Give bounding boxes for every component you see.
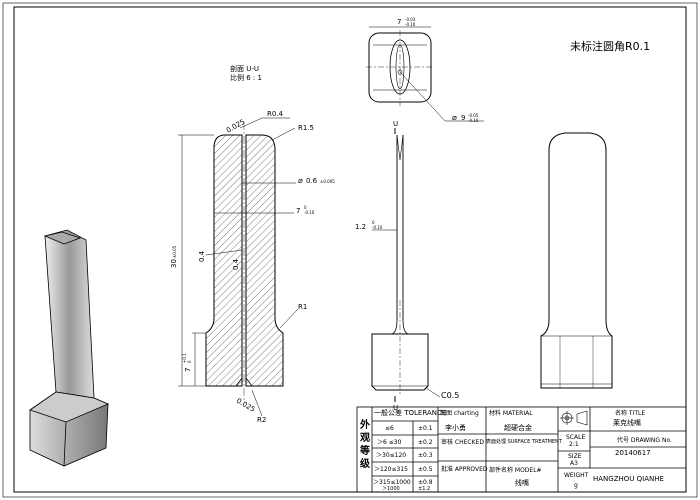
- title-block: 外观等级 一般公差 TOLERANCE ≤6 ±0.1 ＞6 ≤30 ±0.2 …: [357, 407, 686, 493]
- dim-top-width-tol-lower: -0.10: [405, 22, 416, 27]
- dim-dia9-symbol: ⌀: [452, 113, 457, 122]
- dim-w12: 1.2: [355, 223, 366, 231]
- section-scale: 比例 6 : 1: [230, 73, 262, 82]
- dim-r1: R1: [298, 303, 307, 311]
- dim-dia06-symbol: ⌀: [298, 176, 303, 185]
- fillet-note: 未标注圆角R0.1: [570, 39, 650, 53]
- dim-h7-tol-lower: 0: [187, 360, 192, 363]
- dim-left-04: 0.4: [198, 250, 206, 262]
- tol-value-1: ±0.2: [418, 439, 433, 446]
- dim-c05: C0.5: [441, 391, 459, 400]
- tol-range-3: ＞120≤315: [374, 466, 408, 473]
- section-dimensions: [178, 117, 299, 417]
- side-view: [540, 132, 613, 389]
- section-right-half: [245, 134, 284, 387]
- title-block-grid: [356, 406, 687, 493]
- tol-range-1: ＞6 ≤30: [377, 439, 402, 446]
- tol-range-4: ＞315≤1000: [373, 479, 411, 486]
- approved-label: 批准 APPROVED: [441, 466, 488, 473]
- size-value: A3: [570, 460, 578, 467]
- weight-value: g: [574, 482, 578, 489]
- tol-range-5: ＞1000: [382, 486, 400, 492]
- dim-top-width: 7: [397, 18, 401, 26]
- scale-label: SCALE: [566, 434, 586, 441]
- inner-border: [13, 6, 687, 493]
- isometric-view: [29, 229, 110, 467]
- section-left-half: [205, 134, 243, 387]
- surface-label: 表面处理 SURFACE TREATMENT: [486, 439, 562, 445]
- section-title: 剖面 U-U: [230, 64, 259, 73]
- title-value: 莱克线嘴: [613, 419, 641, 427]
- dim-dia9: 9: [461, 114, 465, 122]
- tol-range-2: ＞30≤120: [376, 452, 407, 459]
- dim-w12-tol-lower: -0.10: [372, 225, 383, 230]
- drawn-label: 制图 charting: [440, 410, 479, 417]
- dim-w12-tol-upper: 0: [372, 220, 375, 225]
- drawn-value: 李小勇: [445, 424, 466, 432]
- dim-mid-04: 0.4: [232, 258, 240, 270]
- drawing-no-label: 代号 DRAWING No.: [617, 437, 672, 444]
- dim-w7: 7: [296, 207, 300, 215]
- dim-dia9-tol-upper: -0.05: [468, 113, 479, 118]
- dim-h30: 30: [170, 259, 178, 268]
- tol-range-0: ≤6: [385, 425, 394, 432]
- dim-r04: R0.4: [267, 110, 284, 118]
- section-view: [205, 122, 284, 402]
- dim-dia9-tol-lower: -0.10: [468, 118, 479, 123]
- dim-r15: R1.5: [298, 124, 314, 132]
- dim-0025-top: 0.025: [225, 118, 246, 135]
- material-label: 材料 MATERIAL: [489, 410, 533, 417]
- dim-0025-bot: 0.025: [235, 397, 256, 414]
- front-view: [371, 128, 441, 402]
- checked-label: 审核 CHECKED: [441, 439, 484, 446]
- dim-dia06: 0.6: [306, 177, 318, 185]
- weight-label: WEIGHT: [564, 472, 589, 479]
- tol-value-3: ±0.5: [418, 466, 433, 473]
- dim-dia06-tol: ±0.005: [320, 179, 335, 184]
- dim-h30-tol: ±0.05: [172, 245, 177, 258]
- model-value: 线嘴: [515, 479, 529, 487]
- tol-value-4: ±0.8: [418, 479, 433, 486]
- dim-w7-tol-upper: 0: [304, 205, 307, 210]
- company-name: HANGZHOU QIANHE: [593, 475, 664, 483]
- dim-h7: 7: [184, 368, 192, 372]
- tol-value-0: ±0.1: [418, 425, 433, 432]
- tolerance-header: 一般公差 TOLERANCE: [374, 409, 447, 417]
- model-label: 部件名称 MODEL#: [489, 467, 542, 474]
- section-mark-bottom: U: [393, 404, 398, 412]
- dim-top-width-tol-upper: -0.03: [405, 17, 416, 22]
- top-view: [366, 26, 484, 122]
- appearance-grade-label: 外观等级: [360, 420, 370, 470]
- size-label: SIZE: [568, 453, 582, 460]
- tol-value-5: ±1.2: [418, 486, 431, 492]
- scale-value: 2:1: [569, 441, 579, 448]
- material-value: 超硬合金: [504, 424, 532, 432]
- dim-h7-tol-upper: +0.1: [182, 353, 187, 363]
- dim-r2: R2: [257, 416, 266, 424]
- drawing-no-value: 20140617: [615, 449, 651, 457]
- tol-value-2: ±0.3: [418, 452, 433, 459]
- section-mark-top: U: [393, 120, 398, 128]
- title-label: 名称 TITLE: [615, 410, 646, 417]
- dim-w7-tol-lower: -0.10: [304, 210, 315, 215]
- projection-symbol: [560, 410, 588, 426]
